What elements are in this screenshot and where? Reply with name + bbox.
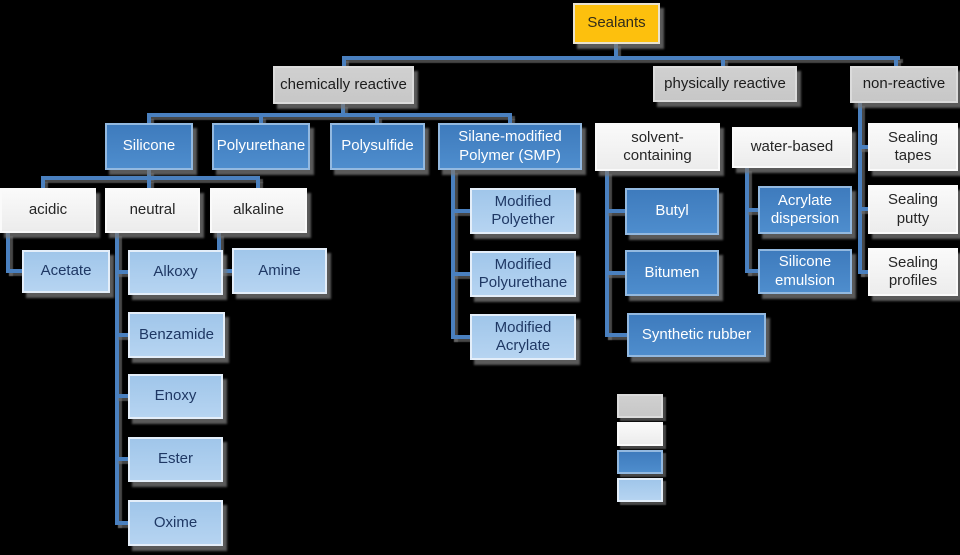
connector-line bbox=[745, 269, 760, 273]
legend-swatch-white bbox=[617, 422, 663, 446]
connector-line bbox=[858, 207, 870, 211]
legend-swatch-lightblue bbox=[617, 478, 663, 502]
node-oxime: Oxime bbox=[128, 500, 223, 546]
node-polyurethane: Polyurethane bbox=[212, 123, 310, 170]
connector-line bbox=[41, 176, 260, 180]
connector-line bbox=[342, 58, 346, 67]
node-enoxy: Enoxy bbox=[128, 374, 223, 419]
node-modified-acrylate: Modified Acrylate bbox=[470, 314, 576, 360]
connector-line bbox=[605, 333, 627, 337]
connector-line bbox=[508, 116, 512, 124]
connector-line bbox=[605, 209, 627, 213]
connector-line bbox=[115, 457, 130, 461]
node-neutral: neutral bbox=[105, 188, 200, 233]
node-ester: Ester bbox=[128, 437, 223, 482]
connector-line bbox=[341, 104, 345, 114]
node-acetate: Acetate bbox=[22, 250, 110, 293]
connector-line bbox=[342, 56, 900, 60]
node-acrylate-dispersion: Acrylate dispersion bbox=[758, 186, 852, 234]
connector-line bbox=[147, 113, 512, 117]
connector-line bbox=[115, 333, 130, 337]
legend-swatch-blue bbox=[617, 450, 663, 474]
connector-line bbox=[605, 271, 627, 275]
connector-line bbox=[41, 179, 45, 189]
node-modified-polyurethane: Modified Polyurethane bbox=[470, 251, 576, 297]
connector-line bbox=[6, 269, 24, 273]
node-silicone-emulsion: Silicone emulsion bbox=[758, 249, 852, 294]
connector-line bbox=[605, 171, 609, 337]
node-sealants: Sealants bbox=[573, 3, 660, 44]
node-physically-reactive: physically reactive bbox=[653, 66, 797, 102]
node-amine: Amine bbox=[232, 248, 327, 294]
node-alkaline: alkaline bbox=[210, 188, 307, 233]
connector-line bbox=[115, 270, 130, 274]
connector-line bbox=[894, 58, 898, 67]
node-sealing-profiles: Sealing profiles bbox=[868, 248, 958, 296]
connector-line bbox=[259, 116, 263, 124]
connector-line bbox=[721, 58, 725, 67]
node-benzamide: Benzamide bbox=[128, 312, 225, 358]
connector-line bbox=[451, 272, 472, 276]
connector-line bbox=[217, 269, 234, 273]
node-smp: Silane-modified Polymer (SMP) bbox=[438, 123, 582, 170]
node-sealing-tapes: Sealing tapes bbox=[868, 123, 958, 171]
connector-line bbox=[858, 145, 870, 149]
connector-line bbox=[115, 233, 119, 525]
node-synthetic-rubber: Synthetic rubber bbox=[627, 313, 766, 357]
node-modified-polyether: Modified Polyether bbox=[470, 188, 576, 234]
connector-line bbox=[115, 521, 130, 525]
node-butyl: Butyl bbox=[625, 188, 719, 235]
connector-line bbox=[451, 335, 472, 339]
connector-line bbox=[147, 116, 151, 124]
connector-line bbox=[858, 103, 862, 274]
node-bitumen: Bitumen bbox=[625, 250, 719, 296]
node-acidic: acidic bbox=[0, 188, 96, 233]
connector-line bbox=[745, 208, 760, 212]
connector-line bbox=[451, 209, 472, 213]
node-silicone: Silicone bbox=[105, 123, 193, 170]
connector-line bbox=[147, 170, 151, 178]
connector-line bbox=[745, 168, 749, 273]
node-chemically-reactive: chemically reactive bbox=[273, 66, 414, 104]
connector-line bbox=[147, 179, 151, 189]
connector-line bbox=[115, 394, 130, 398]
connector-line bbox=[256, 179, 260, 189]
node-sealing-putty: Sealing putty bbox=[868, 185, 958, 234]
node-alkoxy: Alkoxy bbox=[128, 250, 223, 295]
node-solvent-containing: solvent- containing bbox=[595, 123, 720, 171]
node-non-reactive: non-reactive bbox=[850, 66, 958, 103]
node-water-based: water-based bbox=[732, 127, 852, 168]
connector-line bbox=[451, 170, 455, 339]
connector-line bbox=[858, 270, 870, 274]
connector-line bbox=[614, 43, 618, 57]
node-polysulfide: Polysulfide bbox=[330, 123, 425, 170]
legend-swatch-gray bbox=[617, 394, 663, 418]
connector-line bbox=[6, 233, 10, 273]
connector-line bbox=[375, 116, 379, 124]
